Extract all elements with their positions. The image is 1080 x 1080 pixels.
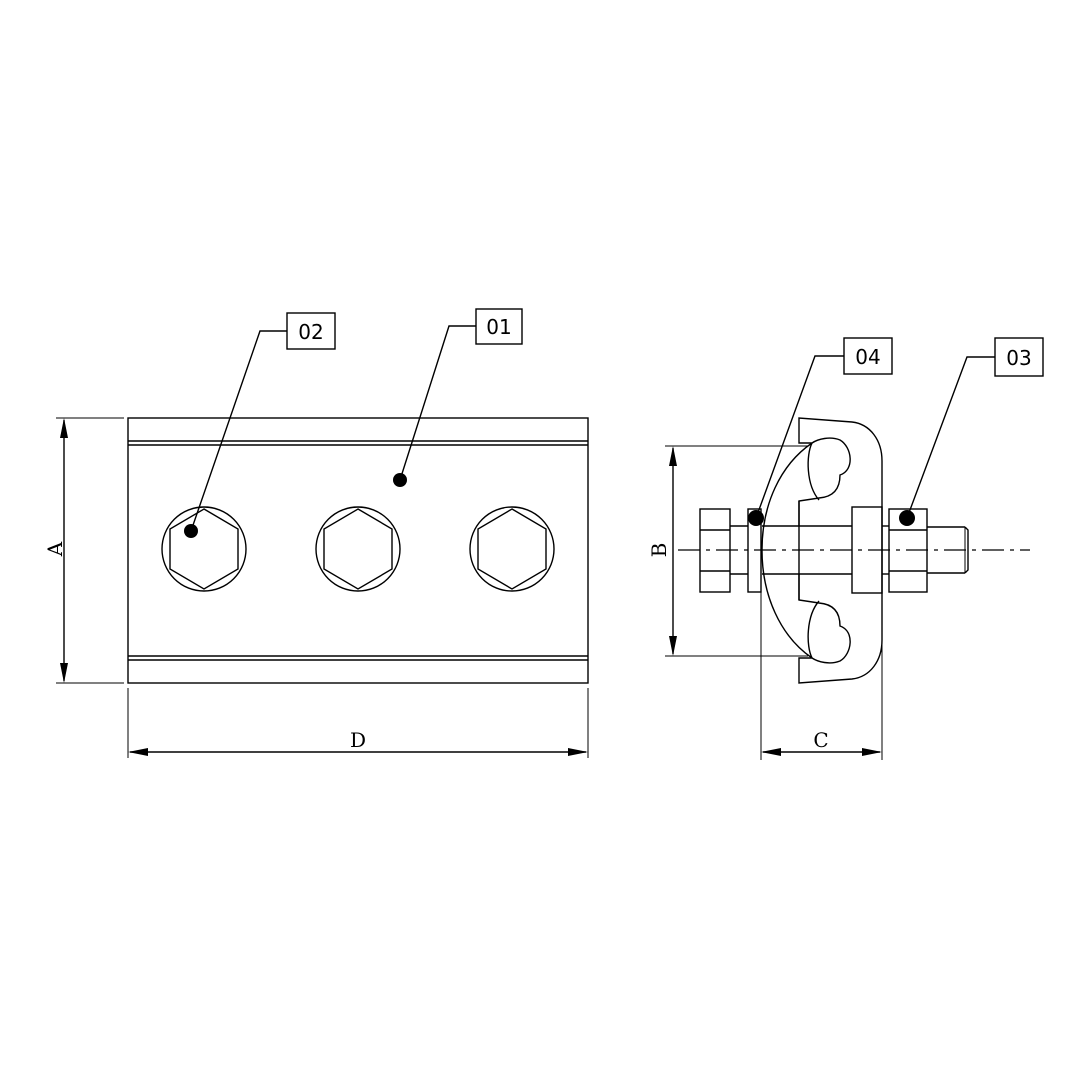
dimension-d: D xyxy=(127,688,589,758)
callout-03-label: 03 xyxy=(1006,346,1031,370)
spacer-block xyxy=(851,506,883,594)
dimension-d-label: D xyxy=(350,728,366,752)
dimension-a: A xyxy=(43,417,124,684)
dimension-c-label: C xyxy=(813,728,828,752)
front-view: A D 02 01 xyxy=(43,308,589,758)
callout-02-label: 02 xyxy=(298,320,323,344)
nut xyxy=(888,508,928,593)
callout-04-label: 04 xyxy=(855,345,880,369)
hex-hole-3 xyxy=(469,506,555,592)
callout-01: 01 xyxy=(393,308,523,487)
plate-outline xyxy=(127,417,589,684)
threaded-end xyxy=(927,526,969,574)
washer xyxy=(747,508,762,593)
hex-hole-2 xyxy=(315,506,401,592)
callout-03: 03 xyxy=(899,337,1044,526)
dimension-b-label: B xyxy=(647,543,671,558)
bolt-head xyxy=(699,508,731,593)
dimension-a-label: A xyxy=(43,541,67,557)
callout-01-label: 01 xyxy=(486,315,511,339)
hex-hole-1 xyxy=(161,506,247,592)
callout-02: 02 xyxy=(184,312,336,538)
dimension-b: B xyxy=(647,445,808,657)
callout-04: 04 xyxy=(748,337,893,526)
side-view: B C 04 03 xyxy=(647,337,1044,760)
dimension-c: C xyxy=(760,592,883,760)
